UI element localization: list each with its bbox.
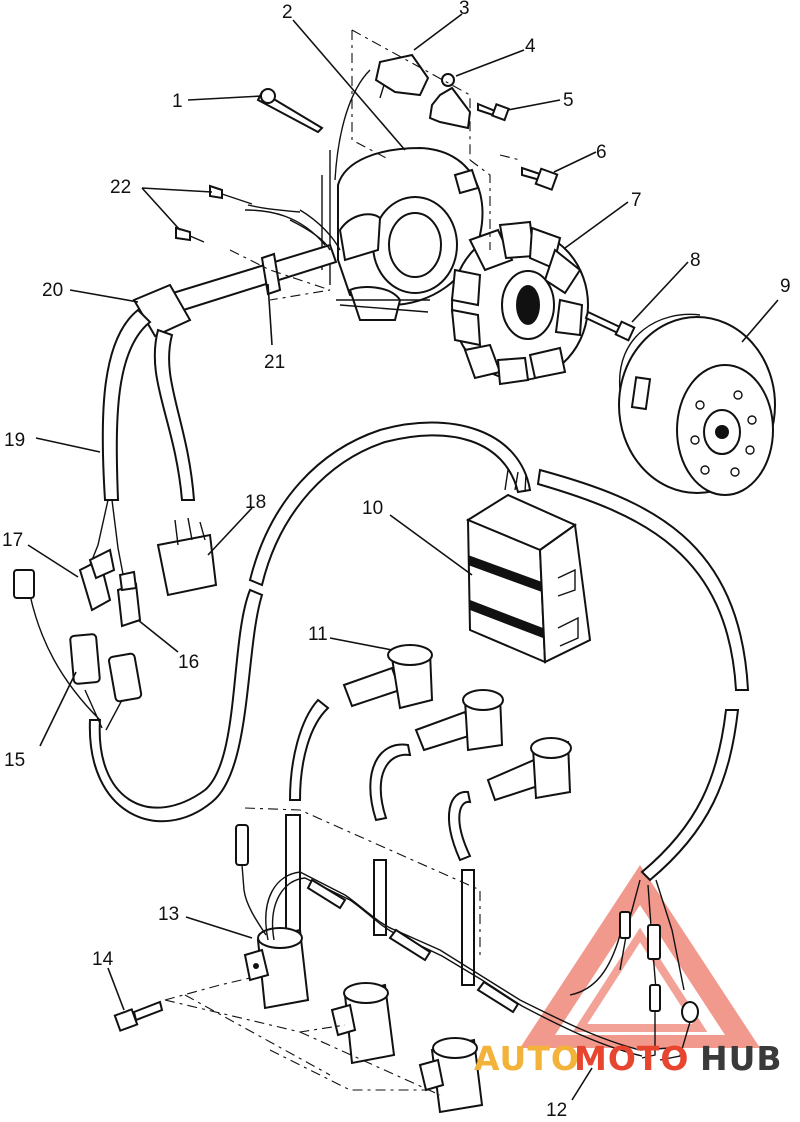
callout-13: 13 <box>158 904 179 925</box>
connector-15 <box>13 569 143 731</box>
connector-16 <box>116 570 142 628</box>
plug-cap-3 <box>486 737 572 802</box>
callout-18: 18 <box>245 492 266 513</box>
callout-17: 17 <box>2 530 23 551</box>
watermark-logo <box>520 865 760 1048</box>
watermark-text: AUTO MOTO HUB <box>474 1039 783 1078</box>
screw-5 <box>477 102 510 122</box>
ignition-coil-2 <box>330 982 396 1065</box>
callout-14: 14 <box>92 949 114 970</box>
callout-10: 10 <box>362 498 383 519</box>
flywheel <box>618 313 776 496</box>
callout-3: 3 <box>459 0 470 19</box>
mounting-bolt <box>113 1000 164 1032</box>
stator-plate <box>321 146 484 321</box>
ignition-coil-3 <box>418 1037 484 1114</box>
callout-19: 19 <box>4 430 25 451</box>
plug-cap-1 <box>342 644 434 710</box>
high-tension-leads <box>285 698 475 986</box>
watermark-hub: HUB <box>700 1039 783 1078</box>
watermark-moto: MOTO <box>574 1039 689 1078</box>
coil-wiring-harness <box>235 824 699 1061</box>
callout-12: 12 <box>546 1100 567 1121</box>
ignition-coils <box>243 927 484 1114</box>
plug-cap-2 <box>414 689 504 752</box>
callout-15: 15 <box>4 750 25 771</box>
screw-8 <box>584 310 636 342</box>
watermark-auto: AUTO <box>474 1039 580 1078</box>
ignition-coil-1 <box>243 927 310 1010</box>
callout-1: 1 <box>172 91 183 112</box>
callout-8: 8 <box>690 250 701 271</box>
voltage-regulator <box>465 469 592 664</box>
spark-plug-caps <box>342 644 572 802</box>
callout-21: 21 <box>264 352 285 373</box>
callout-9: 9 <box>780 276 791 297</box>
callout-20: 20 <box>42 280 63 301</box>
callout-4: 4 <box>525 36 536 57</box>
watermark-triangle-icon <box>520 865 760 1048</box>
assembly-dashed-lines <box>164 29 521 1096</box>
callout-5: 5 <box>563 90 574 111</box>
callout-16: 16 <box>178 652 199 673</box>
callout-2: 2 <box>282 2 293 23</box>
callout-11: 11 <box>308 624 328 645</box>
callout-6: 6 <box>596 142 607 163</box>
connector-18 <box>156 517 218 597</box>
retaining-plate <box>428 73 472 130</box>
callout-22: 22 <box>110 177 131 198</box>
screw-6 <box>521 166 559 191</box>
bolts-22 <box>175 184 301 243</box>
callout-7: 7 <box>631 190 642 211</box>
watermark-inner-triangle-icon <box>572 927 708 1032</box>
wire-tie <box>256 88 324 134</box>
wiring-harness <box>87 209 750 882</box>
callout-leaders <box>27 13 779 1101</box>
connector-17 <box>78 548 116 612</box>
stator-coil <box>450 220 589 386</box>
